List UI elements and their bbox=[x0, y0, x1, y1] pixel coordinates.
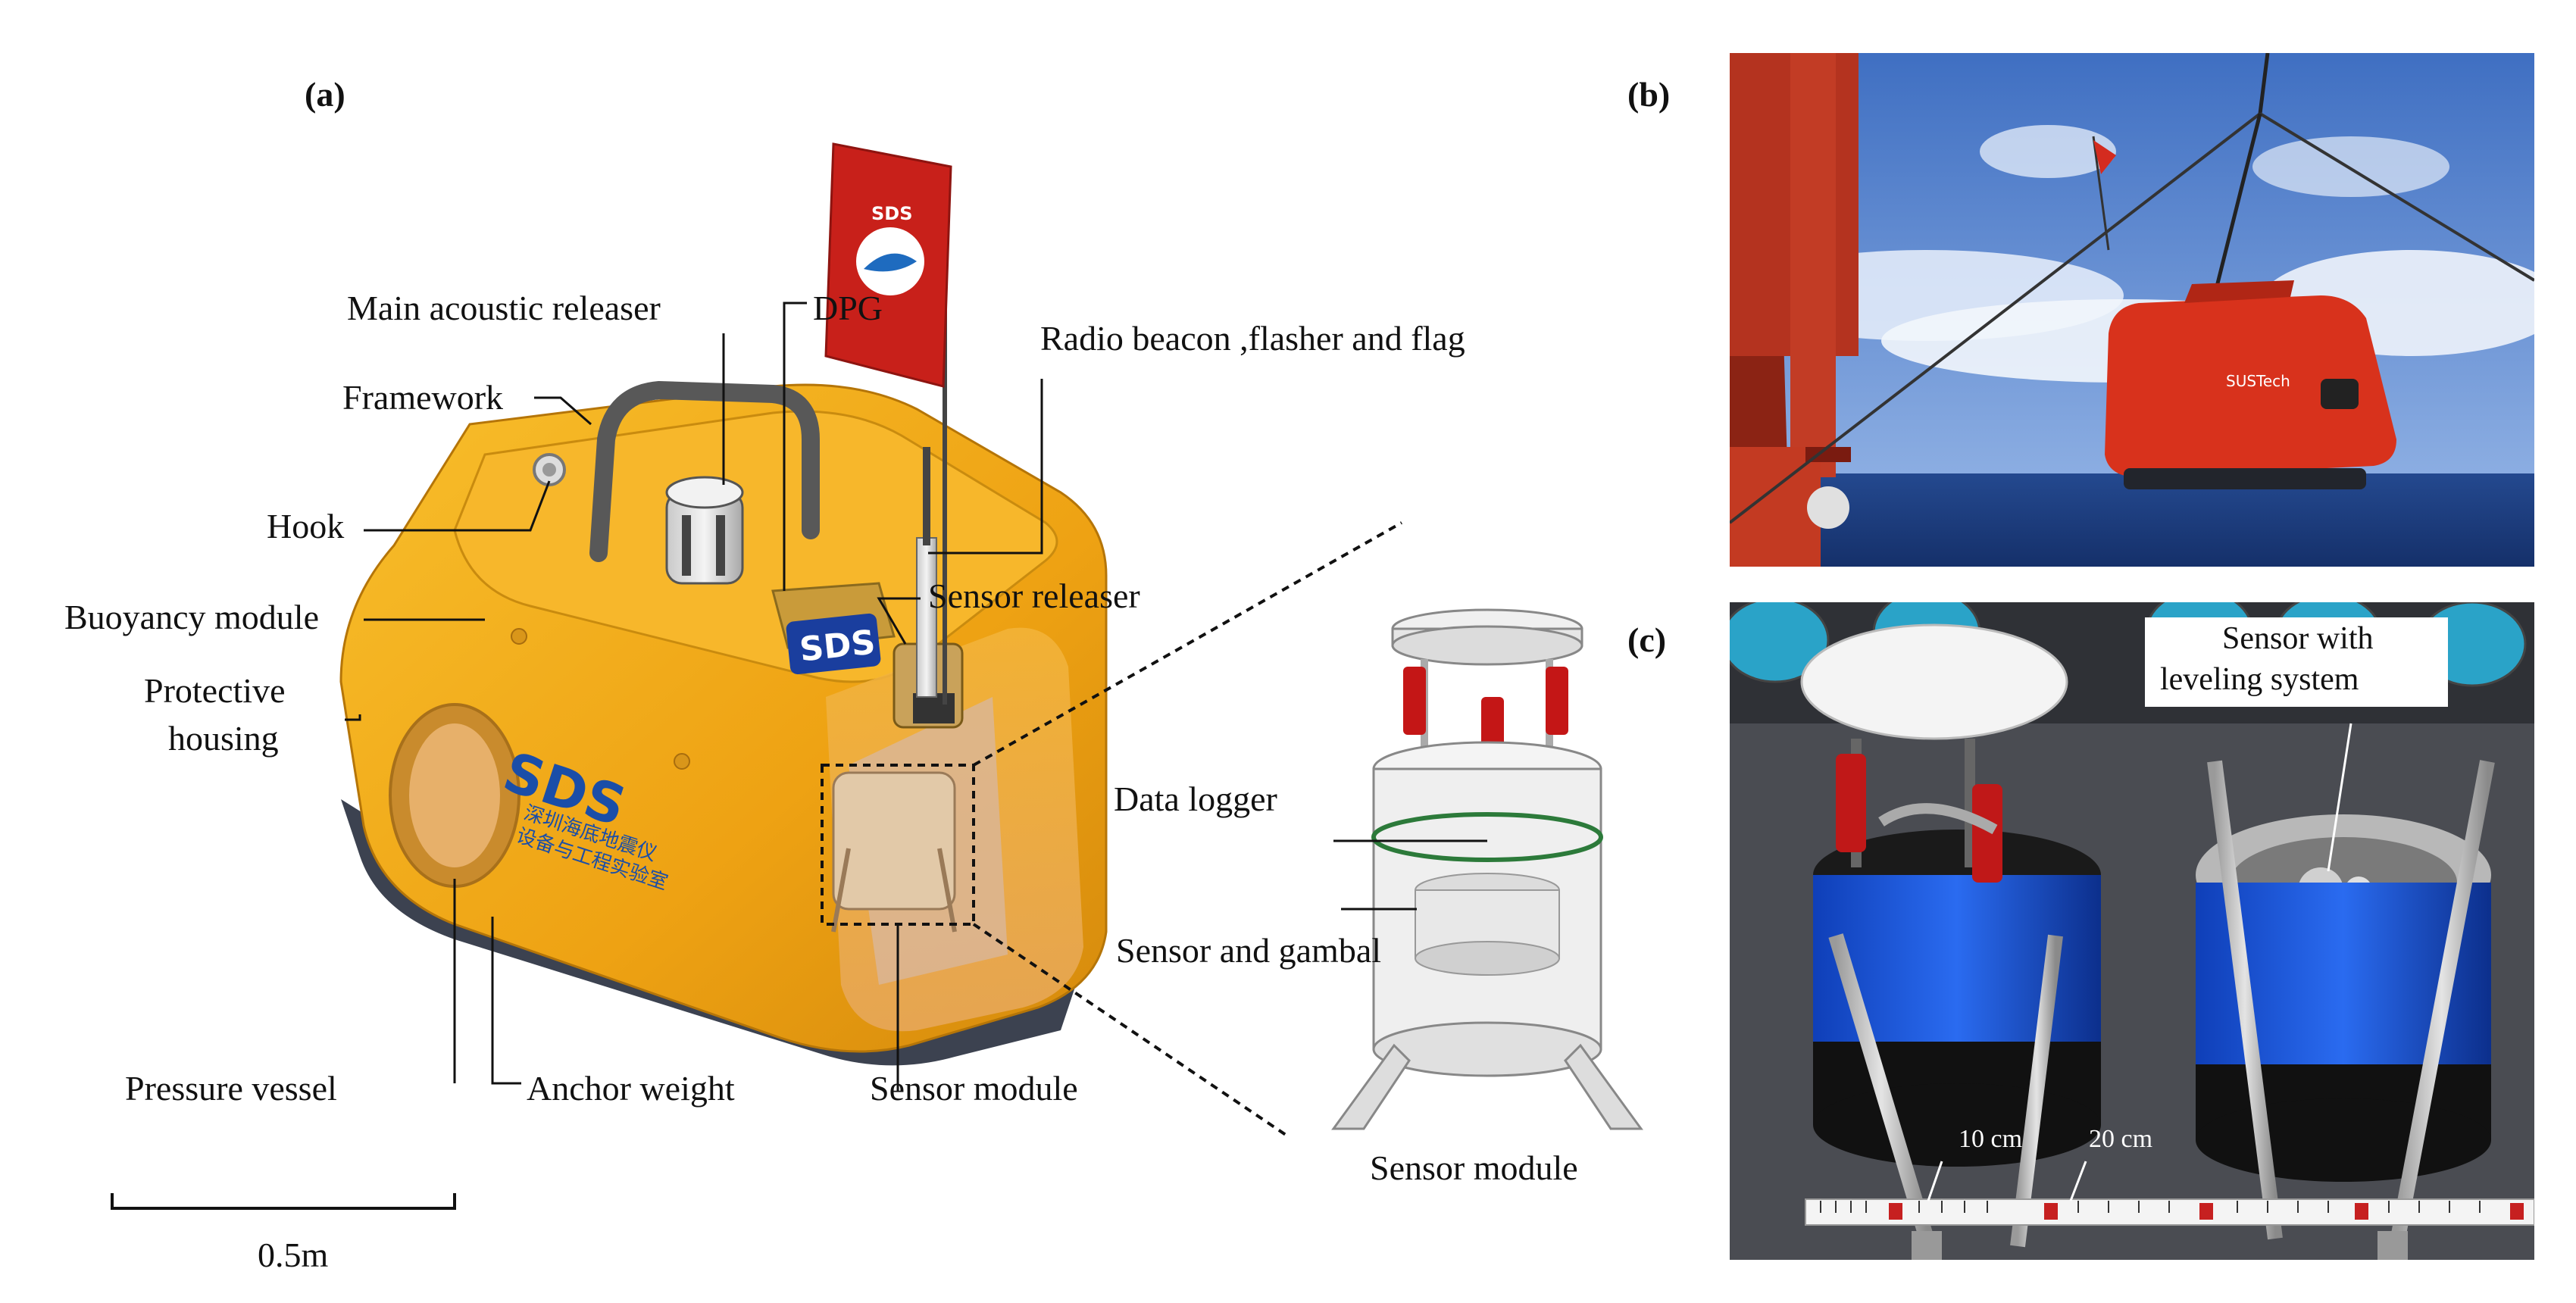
main-acoustic-releaser bbox=[665, 476, 744, 585]
label-radio-beacon: Radio beacon ,flasher and flag bbox=[1040, 319, 1465, 358]
label-main-acoustic-releaser: Main acoustic releaser bbox=[347, 289, 661, 327]
sensor-label-box bbox=[2145, 617, 2448, 707]
label-sensor-module-detail: Sensor module bbox=[1370, 1148, 1578, 1187]
label-10cm: 10 cm bbox=[1959, 1125, 2023, 1153]
label-anchor-weight: Anchor weight bbox=[527, 1069, 735, 1108]
sds-emblem bbox=[786, 613, 881, 675]
photo-deployment: SUSTech bbox=[1730, 53, 2534, 567]
label-framework: Framework bbox=[342, 378, 504, 417]
panel-label-b: (b) bbox=[1627, 75, 1671, 114]
scale-bar-label: 0.5m bbox=[258, 1236, 329, 1274]
svg-text:SDS: SDS bbox=[871, 203, 913, 224]
label-sensor-with: Sensor with bbox=[2222, 621, 2374, 656]
svg-text:SDS: SDS bbox=[798, 623, 877, 669]
framework-handle bbox=[589, 380, 820, 562]
label-sensor-releaser: Sensor releaser bbox=[928, 577, 1140, 615]
label-pressure-vessel: Pressure vessel bbox=[125, 1069, 337, 1108]
radio-beacon bbox=[916, 537, 937, 698]
panel-label-c: (c) bbox=[1627, 620, 1667, 659]
label-sensor-and-gambal: Sensor and gambal bbox=[1116, 931, 1382, 970]
panel-label-a: (a) bbox=[305, 75, 345, 114]
label-protective-housing-2: housing bbox=[168, 719, 279, 758]
label-dpg: DPG bbox=[813, 289, 883, 327]
label-buoyancy-module: Buoyancy module bbox=[64, 598, 319, 636]
label-20cm: 20 cm bbox=[2089, 1125, 2153, 1153]
label-sensor-module: Sensor module bbox=[870, 1069, 1078, 1108]
obs-brand-text: SUSTech bbox=[2226, 372, 2290, 390]
sensor-module-detail bbox=[1331, 608, 1643, 1130]
label-data-logger: Data logger bbox=[1114, 780, 1277, 818]
obs-diagram: SDS 深圳海底地震仪 设备与工程实验室 SDS SDS bbox=[111, 142, 1643, 1210]
photo-sensor-modules: Sensor with leveling system 10 cm 20 cm bbox=[1730, 602, 2534, 1260]
label-hook: Hook bbox=[267, 507, 345, 545]
scale-bar bbox=[111, 1193, 456, 1210]
label-protective-housing-1: Protective bbox=[144, 671, 286, 710]
sensor-module-in-housing bbox=[832, 771, 956, 911]
label-leveling-system: leveling system bbox=[2160, 662, 2359, 697]
